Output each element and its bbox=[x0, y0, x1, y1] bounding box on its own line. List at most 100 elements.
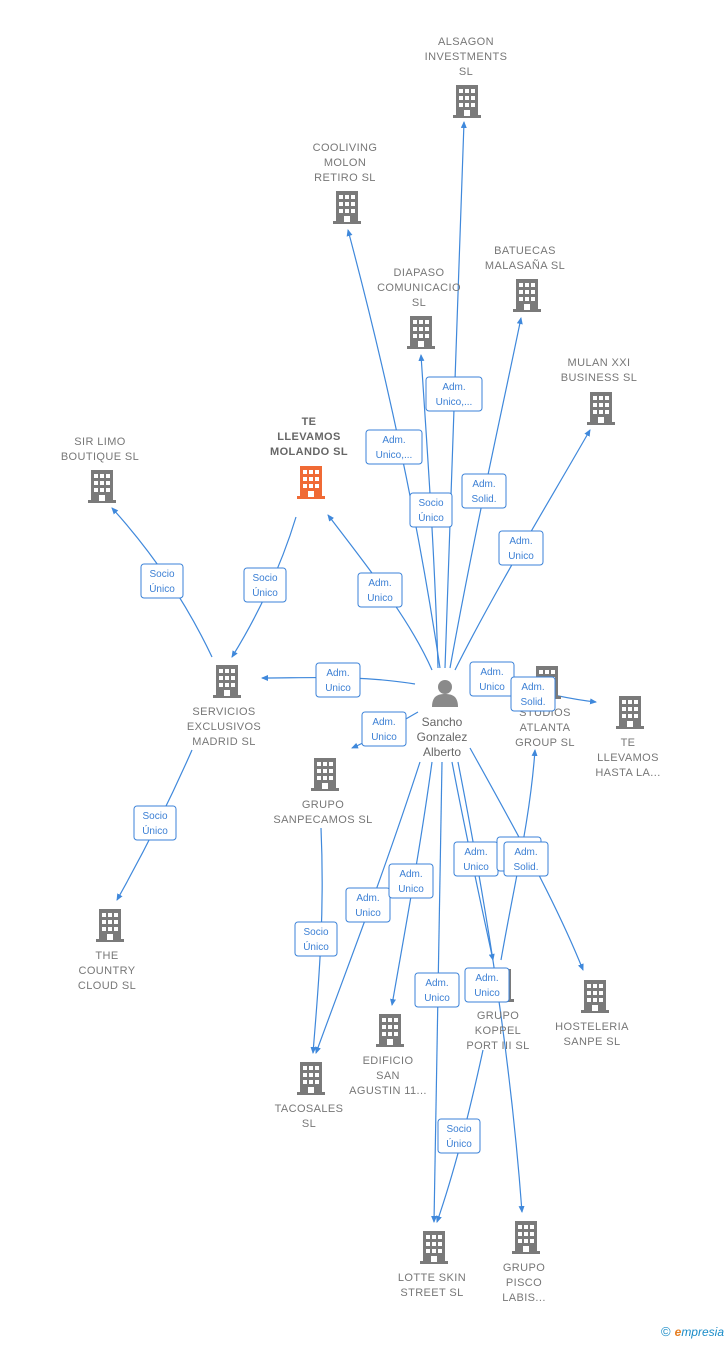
building-icon bbox=[587, 392, 615, 425]
node-label: MOLON bbox=[324, 157, 366, 169]
person-name-line2: Gonzalez bbox=[417, 730, 468, 744]
badge-line: Unico bbox=[474, 988, 500, 999]
relation-badge-cooliving[interactable]: Adm. Unico,... bbox=[365, 429, 423, 465]
badge-line: Solid. bbox=[513, 862, 538, 873]
company-node-diapaso[interactable]: DIAPASO COMUNICACIO SL bbox=[377, 267, 461, 349]
node-label: COUNTRY bbox=[79, 965, 136, 977]
node-label: GRUPO bbox=[477, 1010, 519, 1022]
building-icon bbox=[453, 85, 481, 118]
relation-badge-studios[interactable]: Adm. Unico bbox=[469, 661, 515, 697]
node-label: LABIS... bbox=[502, 1292, 546, 1304]
company-node-tacosales[interactable]: TACOSALES SL bbox=[275, 1062, 344, 1130]
relation-badge-tacosales-adm[interactable]: Adm. Unico bbox=[345, 887, 391, 923]
relation-badge-koppel-adm[interactable]: Adm. Unico bbox=[453, 841, 499, 877]
badge-line: Unico,... bbox=[376, 450, 413, 461]
brand-e: e bbox=[674, 1324, 682, 1339]
company-node-sanpecamos[interactable]: GRUPO SANPECAMOS SL bbox=[273, 758, 372, 826]
relation-badge-alsagon[interactable]: Adm. Unico,... bbox=[425, 376, 483, 412]
badge-line: Adm. bbox=[442, 382, 465, 393]
badge-line: Unico bbox=[424, 993, 450, 1004]
company-node-pisco[interactable]: GRUPO PISCO LABIS... bbox=[502, 1221, 546, 1304]
company-node-koppel[interactable]: GRUPO KOPPEL PORT III SL bbox=[466, 969, 529, 1052]
company-node-alsagon[interactable]: ALSAGON INVESTMENTS SL bbox=[425, 36, 508, 118]
relation-badge-lotte[interactable]: Adm. Unico bbox=[414, 972, 460, 1008]
node-label: LLEVAMOS bbox=[277, 431, 341, 443]
company-node-batuecas[interactable]: BATUECAS MALASAÑA SL bbox=[485, 245, 565, 312]
edge-lotte bbox=[431, 761, 443, 1223]
company-node-edificio[interactable]: EDIFICIO SAN AGUSTIN 11... bbox=[349, 1014, 427, 1097]
relation-badge-diapaso[interactable]: Socio Único bbox=[409, 492, 453, 528]
relation-badge-edificio[interactable]: Adm. Unico bbox=[388, 863, 434, 899]
relation-badge-molando-servicios[interactable]: Socio Único bbox=[243, 567, 287, 603]
company-node-te-llevamos-hasta[interactable]: TE LLEVAMOS HASTA LA... bbox=[595, 696, 660, 779]
node-label: BOUTIQUE SL bbox=[61, 451, 139, 463]
node-label: INVESTMENTS bbox=[425, 51, 508, 63]
relation-badge-sirlimo[interactable]: Socio Único bbox=[140, 563, 184, 599]
badge-line: Unico bbox=[355, 908, 381, 919]
relation-badge-mulan[interactable]: Adm. Unico bbox=[498, 530, 544, 566]
badge-line: Unico bbox=[371, 732, 397, 743]
relation-badge-koppel-unico[interactable]: Adm. Unico bbox=[464, 967, 510, 1003]
building-icon-highlighted bbox=[297, 466, 325, 499]
company-node-mulan[interactable]: MULAN XXI BUSINESS SL bbox=[561, 357, 638, 425]
node-label: BUSINESS SL bbox=[561, 372, 638, 384]
node-label: LOTTE SKIN bbox=[398, 1272, 466, 1284]
building-icon bbox=[311, 758, 339, 791]
person-node[interactable]: Sancho Gonzalez Alberto bbox=[417, 680, 468, 759]
building-icon bbox=[213, 665, 241, 698]
node-label: SL bbox=[412, 297, 426, 309]
node-label: SAN bbox=[376, 1070, 400, 1082]
relation-badge-molando[interactable]: Adm. Unico bbox=[357, 572, 403, 608]
company-node-te-llevamos-molando[interactable]: TE LLEVAMOS MOLANDO SL bbox=[270, 416, 348, 499]
relation-badge-sanpecamos[interactable]: Adm. Unico bbox=[361, 711, 407, 747]
node-label: GROUP SL bbox=[515, 737, 575, 749]
building-icon bbox=[513, 279, 541, 312]
company-node-studios[interactable]: STUDIOS ATLANTA GROUP SL bbox=[515, 666, 575, 749]
badge-line: Adm. bbox=[472, 479, 495, 490]
company-node-servicios[interactable]: SERVICIOS EXCLUSIVOS MADRID SL bbox=[187, 665, 261, 748]
company-node-sir-limo[interactable]: SIR LIMO BOUTIQUE SL bbox=[61, 436, 139, 503]
node-label: SL bbox=[459, 66, 473, 78]
relation-badge-batuecas[interactable]: Adm. Solid. bbox=[461, 473, 507, 509]
badge-line: Adm. bbox=[368, 578, 391, 589]
company-node-cooliving[interactable]: COOLIVING MOLON RETIRO SL bbox=[313, 142, 378, 224]
relation-badge-servicios[interactable]: Adm. Unico bbox=[315, 662, 361, 698]
badge-line: Unico,... bbox=[436, 397, 473, 408]
badge-line: Adm. bbox=[382, 435, 405, 446]
footer-brand[interactable]: © empresia bbox=[661, 1324, 724, 1339]
node-label: STREET SL bbox=[400, 1287, 463, 1299]
badge-line: Socio bbox=[418, 498, 443, 509]
relation-badge-country[interactable]: Socio Único bbox=[133, 805, 177, 841]
badge-line: Adm. bbox=[464, 847, 487, 858]
node-label: EXCLUSIVOS bbox=[187, 721, 261, 733]
relation-badge-tacosales-socio[interactable]: Socio Único bbox=[294, 921, 338, 957]
badge-line: Solid. bbox=[471, 494, 496, 505]
company-node-hosteleria[interactable]: HOSTELERIA SANPE SL bbox=[555, 980, 629, 1048]
node-label: KOPPEL bbox=[475, 1025, 521, 1037]
node-label: HASTA LA... bbox=[595, 767, 660, 779]
building-icon bbox=[376, 1014, 404, 1047]
badge-line: Socio bbox=[149, 569, 174, 580]
node-label: SANPECAMOS SL bbox=[273, 814, 372, 826]
building-icon bbox=[512, 1221, 540, 1254]
badge-line: Adm. bbox=[326, 668, 349, 679]
relation-badge-hasta[interactable]: Adm. Solid. bbox=[510, 676, 556, 712]
brand-text: mpresia bbox=[681, 1324, 724, 1339]
node-label: SIR LIMO bbox=[74, 436, 126, 448]
badge-line: Adm. bbox=[399, 869, 422, 880]
node-label: PISCO bbox=[506, 1277, 542, 1289]
badge-line: Adm. bbox=[372, 717, 395, 728]
badge-line: Solid. bbox=[520, 697, 545, 708]
relation-badge-koppel-solid[interactable]: Adm. Solid. bbox=[503, 841, 549, 877]
copyright-symbol: © bbox=[661, 1324, 671, 1339]
node-label: HOSTELERIA bbox=[555, 1021, 629, 1033]
building-icon bbox=[96, 909, 124, 942]
building-icon bbox=[616, 696, 644, 729]
relation-badge-lotte-socio[interactable]: Socio Único bbox=[437, 1118, 481, 1154]
company-node-country[interactable]: THE COUNTRY CLOUD SL bbox=[78, 909, 136, 992]
company-node-lotte[interactable]: LOTTE SKIN STREET SL bbox=[398, 1231, 466, 1299]
node-label: DIAPASO bbox=[394, 267, 445, 279]
node-label: GRUPO bbox=[503, 1262, 545, 1274]
node-label: GRUPO bbox=[302, 799, 344, 811]
